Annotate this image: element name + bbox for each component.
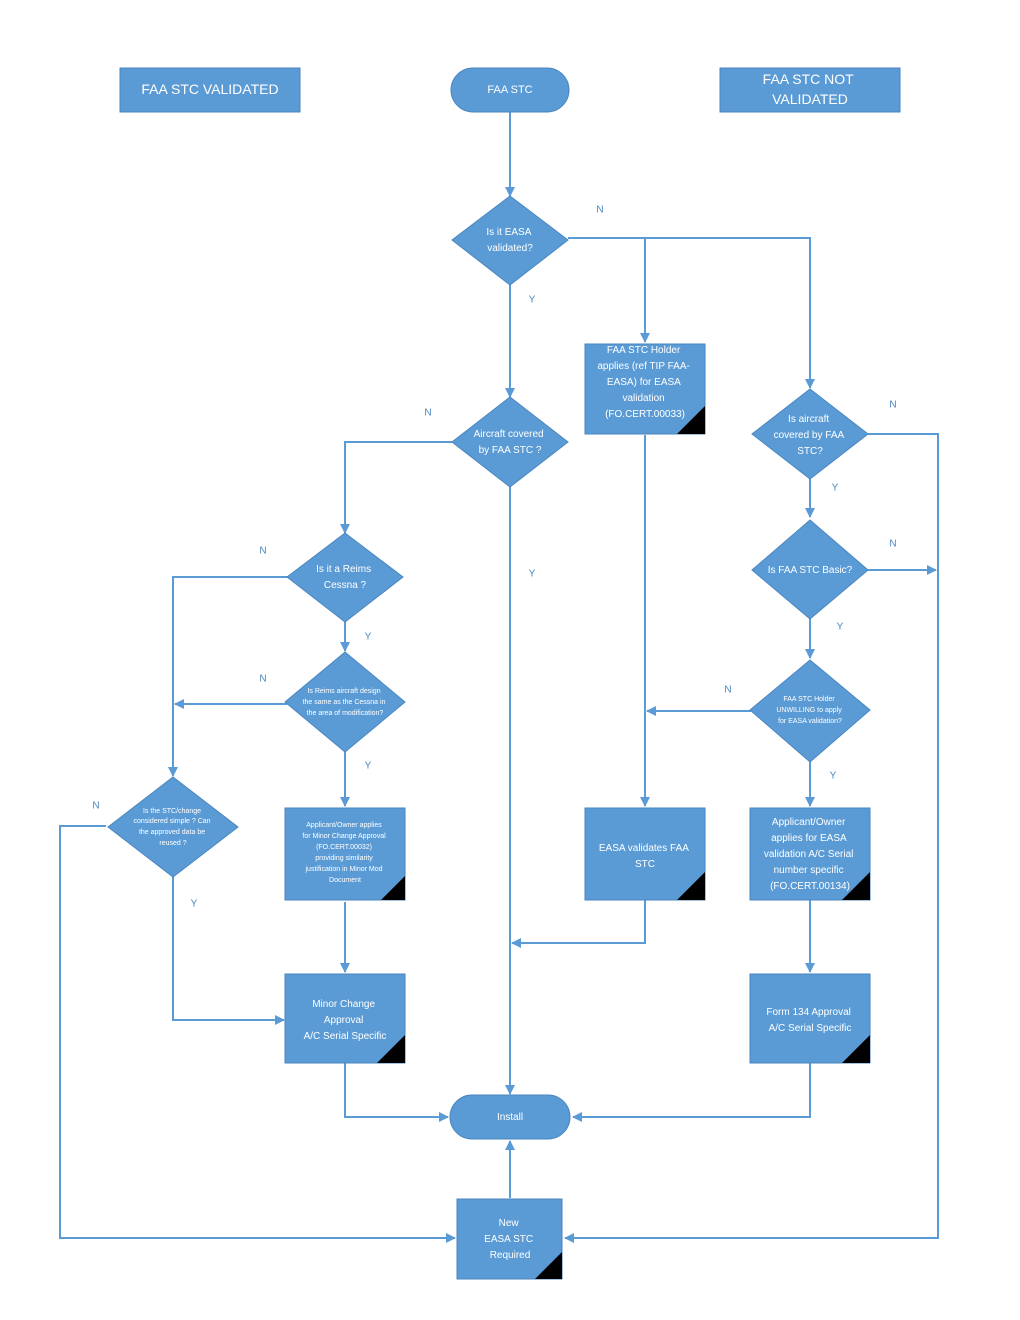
start-terminator-label: FAA STC [487, 84, 532, 96]
label-covered-left-yes: Y [529, 569, 536, 580]
label-reims-yes: Y [365, 632, 372, 643]
decision-easa-validated: Is it EASA validated? [451, 195, 569, 286]
label-design-yes: Y [365, 761, 372, 772]
install-terminator-label: Install [497, 1112, 523, 1123]
process-applicant-easa-validation: Applicant/Owner applies for EASA validat… [749, 807, 871, 901]
label-covered-right-yes: Y [832, 483, 839, 494]
header-not-validated-box: FAA STC NOT VALIDATED [719, 67, 901, 113]
process-minor-change-approval-label: Minor Change Approval A/C Serial Specifi… [304, 999, 387, 1042]
label-simple-no: N [92, 801, 99, 812]
process-faa-holder-applies: FAA STC Holder applies (ref TIP FAA- EAS… [584, 343, 706, 435]
decision-aircraft-covered-left-label: Aircraft covered by FAA STC ? [474, 429, 547, 456]
decision-stc-simple: Is the STC/change considered simple ? Ca… [107, 776, 239, 878]
connector-simple-no-to-new-stc [59, 825, 456, 1243]
install-terminator: Install [449, 1094, 571, 1140]
decision-aircraft-covered-left: Aircraft covered by FAA STC ? [451, 396, 569, 488]
connector-easa-no-to-covered-right [645, 237, 815, 389]
connector-easa-validates-to-install [511, 900, 646, 948]
decision-aircraft-covered-right: Is aircraft covered by FAA STC? [751, 388, 869, 480]
label-easa-yes: Y [529, 295, 536, 306]
label-unwilling-yes: Y [830, 771, 837, 782]
header-validated-box: FAA STC VALIDATED [119, 67, 301, 113]
connector-covered-right-no-to-right [564, 433, 939, 1243]
connector-minor-to-install [344, 1063, 449, 1122]
process-new-easa-stc: New EASA STC Required [456, 1198, 563, 1280]
decision-faa-stc-basic: Is FAA STC Basic? [751, 519, 869, 620]
decision-reims-cessna-label: Is it a Reims Cessna ? [316, 564, 374, 591]
label-covered-right-no: N [889, 400, 896, 411]
label-covered-left-no: N [424, 408, 431, 419]
decision-reims-design-same-label: Is Reims aircraft design the same as the… [303, 688, 388, 717]
label-unwilling-no: N [724, 685, 731, 696]
decision-faa-stc-basic-label: Is FAA STC Basic? [768, 565, 853, 576]
process-easa-validates: EASA validates FAA STC [584, 807, 706, 901]
decision-stc-simple-label: Is the STC/change considered simple ? Ca… [134, 808, 213, 847]
decision-reims-cessna: Is it a Reims Cessna ? [286, 532, 404, 623]
process-form134-approval: Form 134 Approval A/C Serial Specific [749, 973, 871, 1064]
process-applicant-easa-validation-label: Applicant/Owner applies for EASA validat… [764, 817, 856, 892]
header-validated-label: FAA STC VALIDATED [141, 81, 278, 97]
process-new-easa-stc-label: New EASA STC Required [484, 1218, 536, 1261]
connector-reims-no-to-simple [168, 576, 288, 777]
label-simple-yes: Y [191, 899, 198, 910]
connector-simple-yes-to-minor [172, 877, 285, 1025]
process-minor-change-approval: Minor Change Approval A/C Serial Specifi… [284, 973, 406, 1064]
label-basic-no: N [889, 539, 896, 550]
decision-reims-design-same: Is Reims aircraft design the same as the… [284, 651, 406, 753]
decision-holder-unwilling-label: FAA STC Holder UNWILLING to apply for EA… [776, 696, 843, 725]
header-not-validated-label: FAA STC NOT VALIDATED [763, 71, 858, 107]
connectors [59, 112, 939, 1243]
process-applicant-minor-change-label: Applicant/Owner applies for Minor Change… [302, 822, 387, 884]
start-terminator: FAA STC [450, 67, 570, 113]
decision-holder-unwilling: FAA STC Holder UNWILLING to apply for EA… [749, 659, 871, 763]
decision-aircraft-covered-right-label: Is aircraft covered by FAA STC? [774, 414, 847, 457]
process-faa-holder-applies-label: FAA STC Holder applies (ref TIP FAA- EAS… [597, 345, 692, 420]
connector-easa-no-to-holder [568, 237, 650, 343]
edge-labels: N Y N Y N Y N Y N Y N Y N Y N Y [92, 205, 896, 910]
process-applicant-minor-change: Applicant/Owner applies for Minor Change… [284, 807, 406, 901]
connector-covered-left-no-to-reims [340, 441, 452, 534]
label-reims-no: N [259, 546, 266, 557]
connector-form134-to-install [572, 1063, 811, 1122]
label-easa-no: N [596, 205, 603, 216]
process-easa-validates-label: EASA validates FAA STC [599, 843, 691, 870]
process-form134-approval-label: Form 134 Approval A/C Serial Specific [766, 1007, 853, 1034]
label-basic-yes: Y [837, 622, 844, 633]
label-design-no: N [259, 674, 266, 685]
decision-easa-validated-label: Is it EASA validated? [486, 227, 533, 254]
